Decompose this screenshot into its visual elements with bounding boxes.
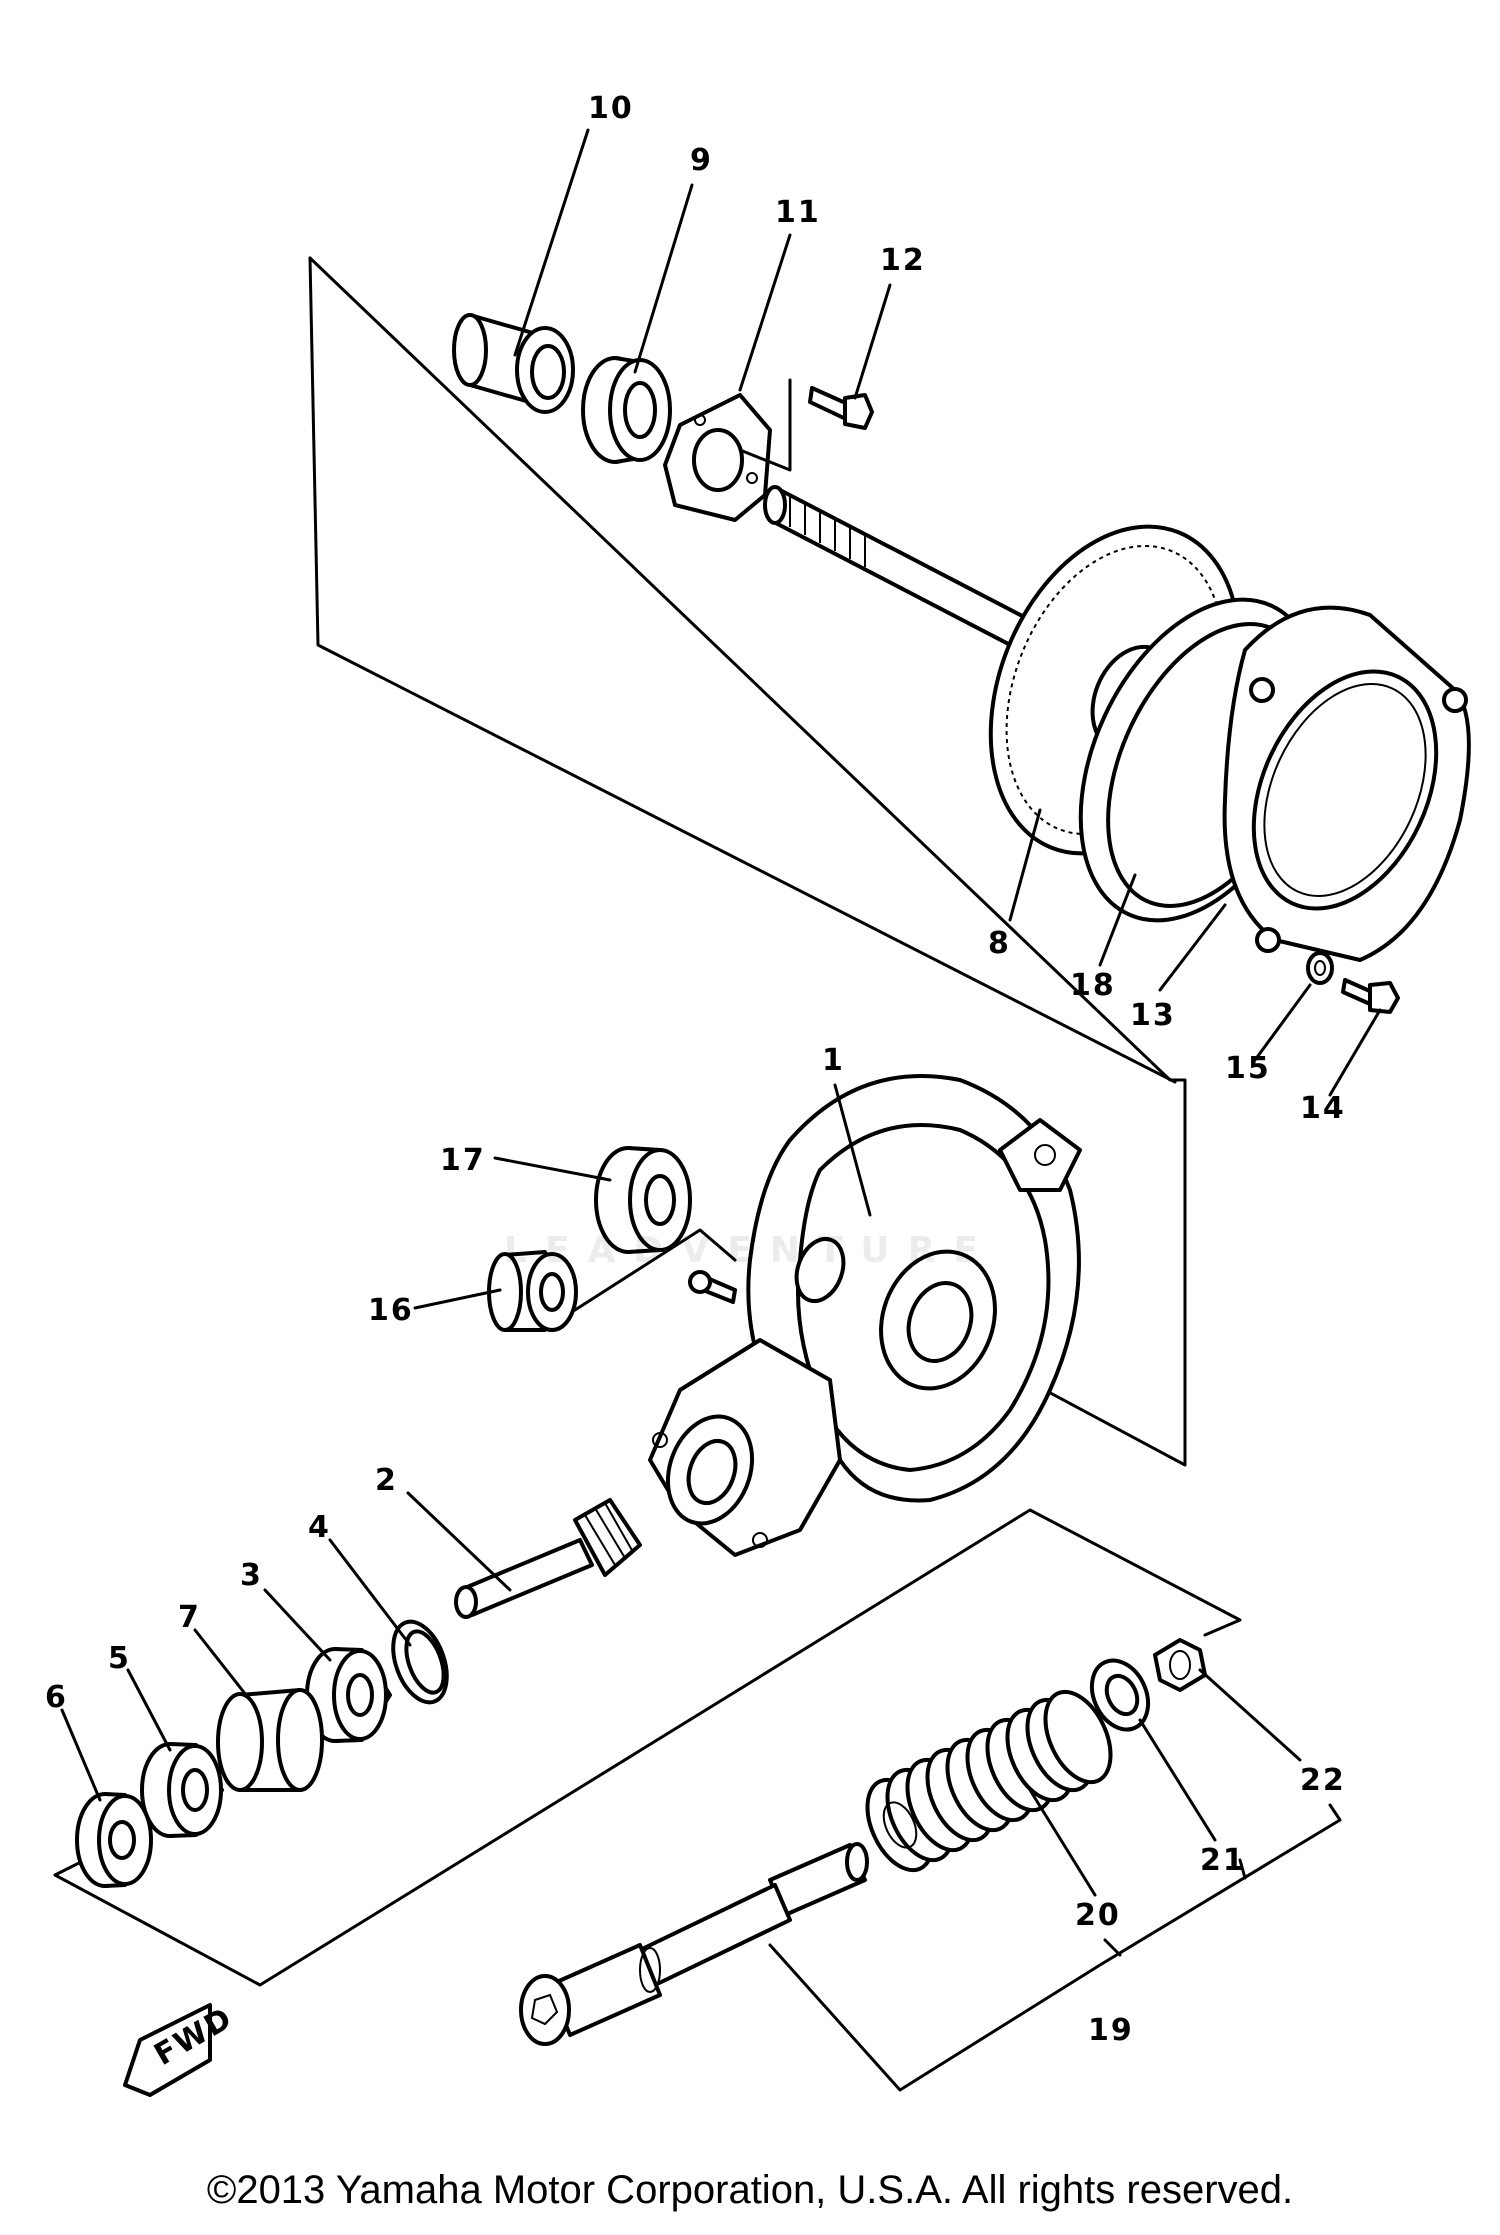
part-14-bolt	[1341, 978, 1400, 1014]
callout-7: 7	[178, 1600, 201, 1635]
part-15-washer	[1306, 951, 1334, 985]
part-2-pinion-shaft	[454, 1498, 642, 1619]
callout-19: 19	[1088, 2013, 1134, 2048]
part-11-gasket	[663, 393, 772, 522]
part-19-bracket	[768, 1803, 1342, 2092]
callout-5: 5	[108, 1641, 131, 1676]
upper-group-outline-left	[308, 256, 1177, 1084]
callout-2: 2	[375, 1463, 398, 1498]
callout-9: 9	[690, 143, 713, 178]
part-13-cover	[1222, 605, 1471, 962]
part-12-bolt	[808, 386, 874, 430]
callout-22: 22	[1300, 1763, 1346, 1798]
part-10-collar	[452, 313, 575, 414]
part-1-gear-case	[648, 1074, 1082, 1557]
part-21-washer	[1089, 1658, 1151, 1732]
callout-labels: 10 9 11 12 8 18 13 15 14 1 17 16 2 4 3 7…	[45, 91, 1346, 2048]
leader-lines	[60, 128, 1382, 1897]
part-21-bracket-tick	[1238, 1858, 1247, 1880]
part-17-bearing	[594, 1146, 692, 1254]
callout-16: 16	[368, 1293, 414, 1328]
callout-13: 13	[1130, 998, 1176, 1033]
fwd-direction-badge: FWD	[123, 2000, 239, 2097]
lower-group-outline	[53, 1508, 1242, 1987]
part-16-17-link	[573, 1228, 737, 1312]
callout-8: 8	[988, 926, 1011, 961]
part-22-nut	[1153, 1638, 1207, 1692]
callout-10: 10	[588, 91, 634, 126]
callout-6: 6	[45, 1680, 68, 1715]
callout-17: 17	[440, 1143, 486, 1178]
upper-group-outline	[308, 256, 1187, 1467]
part-9-bearing	[581, 356, 672, 464]
part-20-spring	[865, 1689, 1113, 1873]
callout-15: 15	[1225, 1051, 1271, 1086]
part-7-sleeve	[216, 1688, 324, 1792]
callout-4: 4	[308, 1510, 331, 1545]
copyright-notice: ©2013 Yamaha Motor Corporation, U.S.A. A…	[206, 2168, 1294, 2212]
watermark: LEADVENTURE	[504, 1230, 996, 1271]
callout-1: 1	[822, 1043, 845, 1078]
part-4-spacer	[391, 1619, 449, 1705]
part-20-bracket-tick	[1103, 1938, 1122, 1957]
part-3-bearing	[305, 1647, 392, 1743]
callout-12: 12	[880, 243, 926, 278]
callout-11: 11	[775, 195, 821, 230]
part-6-oil-seal	[75, 1792, 153, 1888]
callout-21: 21	[1200, 1843, 1246, 1878]
callout-20: 20	[1075, 1898, 1121, 1933]
callout-3: 3	[240, 1558, 263, 1593]
callout-18: 18	[1070, 968, 1116, 1003]
part-5-bearing	[140, 1742, 224, 1838]
callout-14: 14	[1300, 1091, 1346, 1126]
part-19-cam-shaft	[519, 1842, 869, 2046]
